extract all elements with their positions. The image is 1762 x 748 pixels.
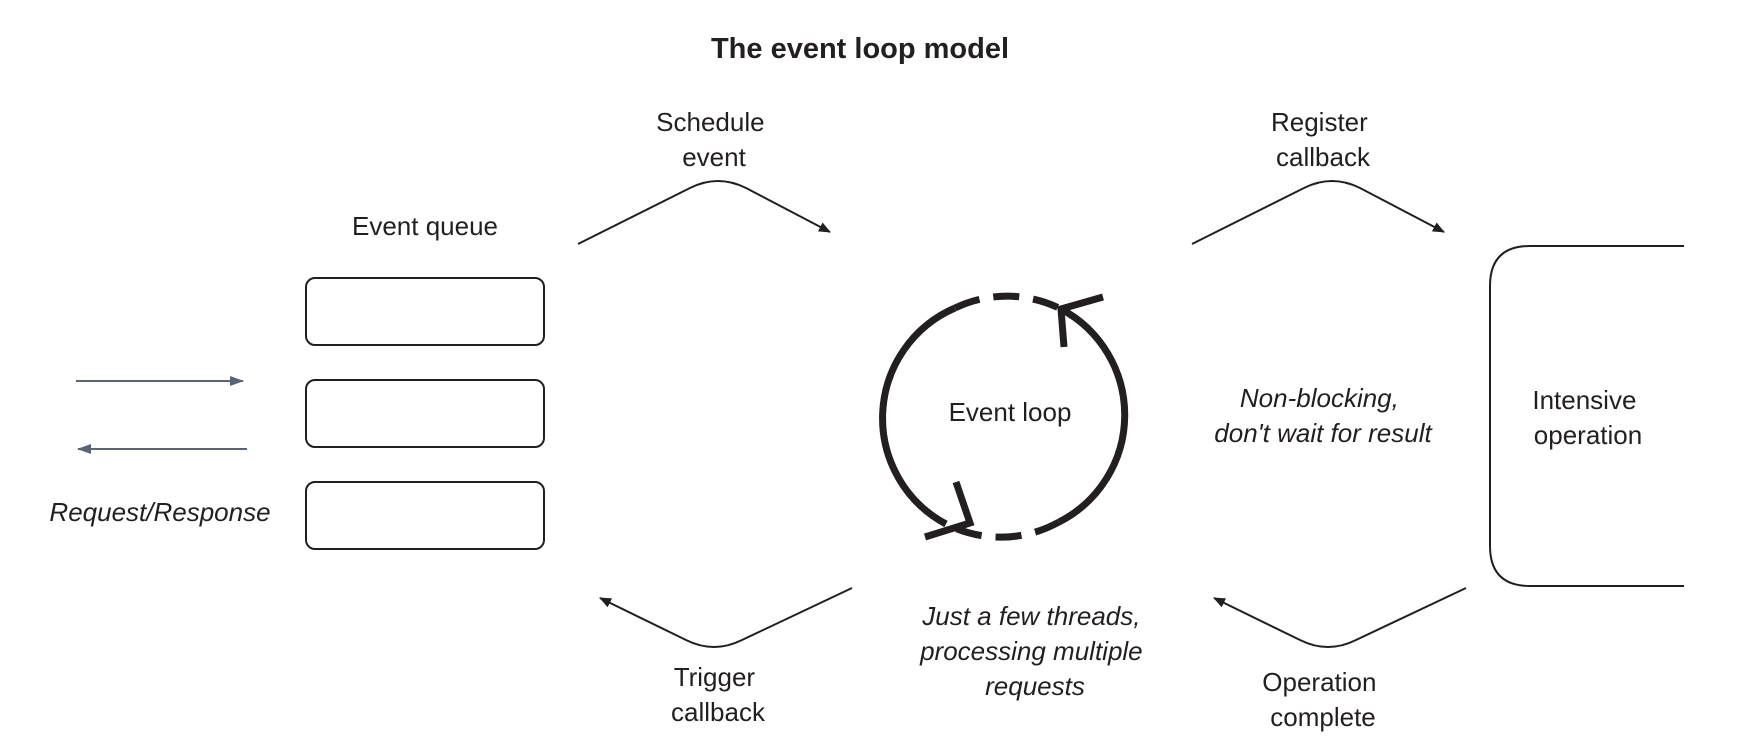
- request-response-label: Request/Response: [49, 497, 270, 527]
- threads-note: Just a few threads, processing multiple …: [919, 601, 1150, 701]
- non-blocking-note: Non-blocking, don't wait for result: [1214, 383, 1433, 448]
- trigger-callback-label: Trigger callback: [671, 662, 766, 727]
- event-loop-cycle-icon: [879, 292, 1129, 541]
- event-loop-arc-left: [879, 304, 957, 528]
- register-callback-label: Register callback: [1271, 107, 1375, 172]
- diagram-title: The event loop model: [711, 33, 1009, 65]
- register-callback-arrow: [1191, 180, 1445, 245]
- event-loop-dashed-top: [953, 292, 1063, 313]
- event-queue-slot-2: [305, 379, 545, 448]
- trigger-callback-arrow: [599, 587, 853, 648]
- operation-complete-arrow: [1213, 587, 1467, 648]
- schedule-event-arrow: [577, 180, 831, 245]
- schedule-event-label: Schedule event: [656, 107, 772, 172]
- operation-complete-label: Operation complete: [1262, 667, 1383, 732]
- event-loop-arrowhead-bottom: [923, 480, 975, 541]
- event-loop-arrowhead-top: [1057, 293, 1104, 348]
- event-queue-slot-1: [305, 277, 545, 346]
- intensive-operation-label: Intensive operation: [1532, 385, 1643, 450]
- event-loop-arc-right: [1057, 305, 1129, 526]
- event-loop-label: Event loop: [949, 397, 1072, 427]
- event-queue-slot-3: [305, 481, 545, 550]
- intensive-operation-box: [1489, 245, 1684, 587]
- event-queue-label: Event queue: [352, 211, 498, 241]
